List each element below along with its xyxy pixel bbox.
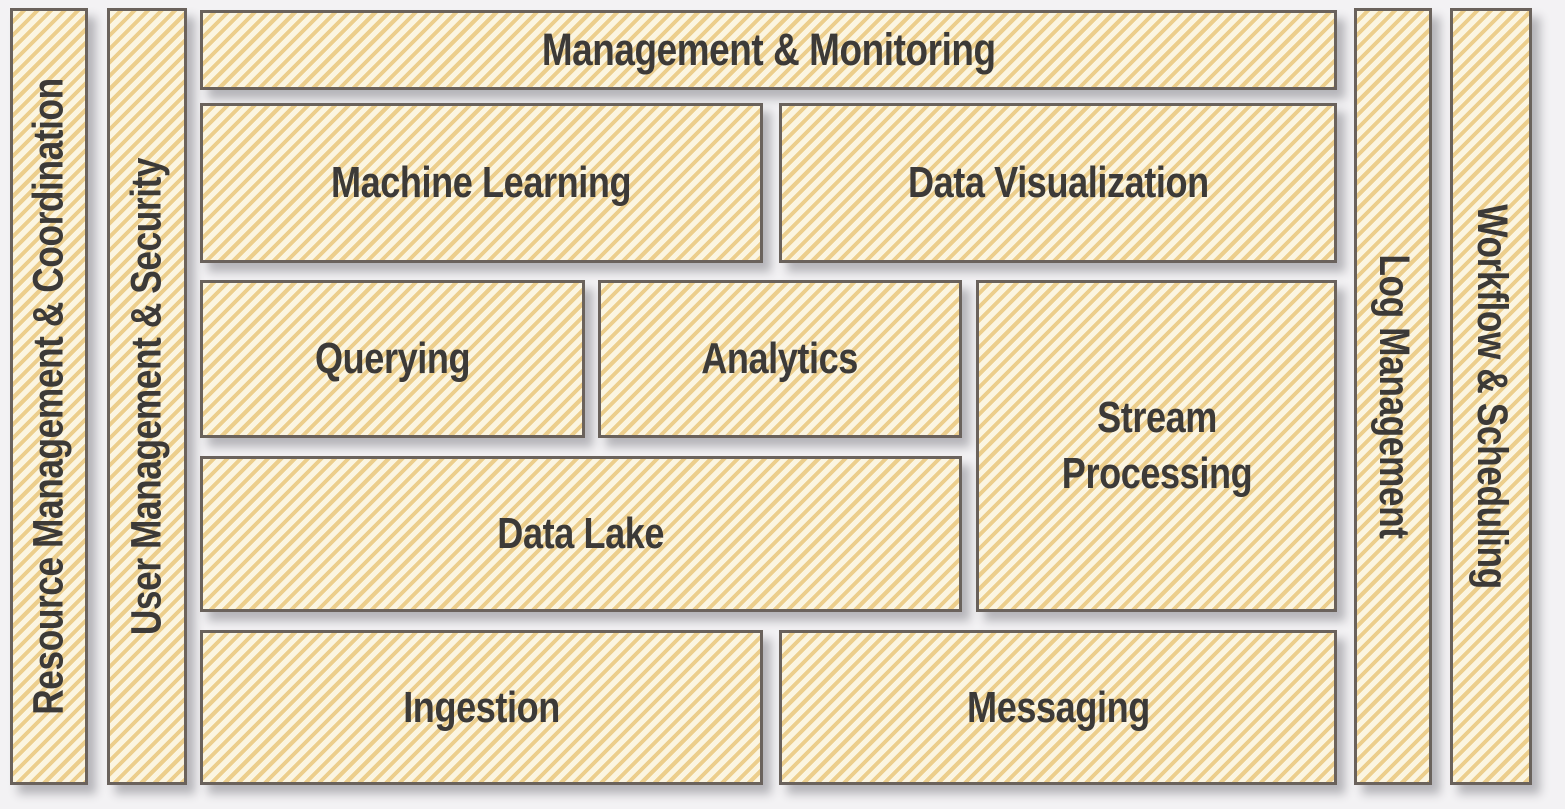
- box-stream-processing: Stream Processing: [976, 280, 1337, 612]
- column-log-management: Log Management: [1354, 8, 1432, 785]
- box-data-visualization: Data Visualization: [779, 103, 1337, 263]
- box-analytics-label: Analytics: [701, 334, 859, 383]
- box-machine-learning: Machine Learning: [200, 103, 763, 263]
- box-stream-processing-label: Stream Processing: [1061, 392, 1252, 498]
- box-ingestion-label: Ingestion: [403, 682, 560, 732]
- box-data-visualization-label: Data Visualization: [907, 158, 1209, 207]
- banner-management-monitoring-label: Management & Monitoring: [541, 24, 996, 75]
- box-machine-learning-label: Machine Learning: [331, 158, 632, 207]
- box-querying-label: Querying: [314, 334, 471, 383]
- column-log-management-label: Log Management: [1369, 254, 1418, 539]
- banner-management-monitoring: Management & Monitoring: [200, 10, 1337, 90]
- box-analytics: Analytics: [598, 280, 962, 438]
- box-messaging: Messaging: [779, 630, 1337, 785]
- column-workflow-scheduling: Workflow & Scheduling: [1450, 8, 1532, 785]
- column-resource-management-coordination-label: Resource Management & Coordination: [24, 78, 73, 715]
- box-data-lake-label: Data Lake: [497, 509, 665, 558]
- column-user-management-security: User Management & Security: [107, 8, 187, 785]
- box-ingestion: Ingestion: [200, 630, 763, 785]
- box-querying: Querying: [200, 280, 585, 438]
- box-data-lake: Data Lake: [200, 456, 962, 612]
- box-messaging-label: Messaging: [966, 682, 1150, 732]
- column-resource-management-coordination: Resource Management & Coordination: [10, 8, 88, 785]
- column-workflow-scheduling-label: Workflow & Scheduling: [1467, 204, 1516, 589]
- column-user-management-security-label: User Management & Security: [122, 157, 171, 636]
